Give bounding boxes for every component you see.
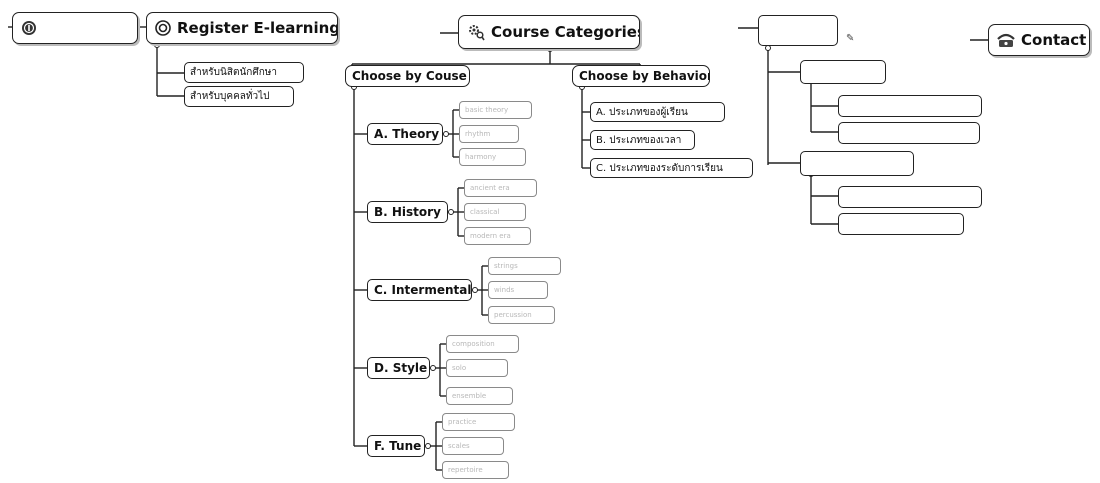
blank-leaf[interactable] [838, 213, 964, 235]
gear-search-icon [467, 23, 485, 41]
leaf-label: practice [448, 418, 477, 426]
register-student-item[interactable]: สำหรับนิสิตนักศึกษา [184, 62, 304, 83]
history-leaf[interactable]: ancient era [464, 179, 537, 197]
leaf-label: winds [494, 286, 515, 294]
blank-leaf[interactable] [838, 122, 980, 144]
group-tune-node[interactable]: F. Tune [367, 435, 425, 457]
leaf-label: scales [448, 442, 470, 450]
leaf-label: ensemble [452, 392, 487, 400]
style-leaf[interactable]: solo [446, 359, 508, 377]
collapse-dot[interactable] [425, 443, 431, 449]
choose-by-course-label: Choose by Couse [352, 69, 467, 83]
group-intermental-node[interactable]: C. Intermental [367, 279, 472, 301]
behavior-item-label: A. ประเภทของผู้เรียน [596, 106, 688, 118]
leaf-label: percussion [494, 311, 532, 319]
group-tune-label: F. Tune [374, 439, 422, 453]
behavior-item-learner[interactable]: A. ประเภทของผู้เรียน [590, 102, 725, 122]
collapse-dot[interactable] [472, 287, 478, 293]
group-intermental-label: C. Intermental [374, 283, 472, 297]
group-style-label: D. Style [374, 361, 428, 375]
group-history-node[interactable]: B. History [367, 201, 448, 223]
leaf-label: solo [452, 364, 467, 372]
collapse-dot[interactable] [430, 365, 436, 371]
choose-by-behavior-node[interactable]: Choose by Behavior [572, 65, 710, 87]
intermental-leaf[interactable]: percussion [488, 306, 555, 324]
leaf-label: basic theory [465, 106, 509, 114]
tune-leaf[interactable]: repertoire [442, 461, 509, 479]
history-leaf[interactable]: modern era [464, 227, 531, 245]
blank-node[interactable] [758, 15, 838, 46]
blank-subnode[interactable] [800, 60, 886, 84]
leaf-label: rhythm [465, 130, 491, 138]
blank-leaf[interactable] [838, 186, 982, 208]
leaf-label: modern era [470, 232, 511, 240]
leaf-label: ancient era [470, 184, 510, 192]
contact-label: Contact [1021, 31, 1087, 49]
behavior-item-level[interactable]: C. ประเภทของระดับการเรียน [590, 158, 753, 178]
register-elearning-label: Register E-learning [177, 19, 338, 37]
choose-by-course-node[interactable]: Choose by Couse [345, 65, 470, 87]
info-globe-icon [21, 20, 37, 36]
leaf-label: harmony [465, 153, 497, 161]
register-student-label: สำหรับนิสิตนักศึกษา [190, 67, 277, 78]
register-elearning-node[interactable]: Register E-learning [146, 12, 338, 44]
collapse-dot[interactable] [448, 209, 454, 215]
register-circle-icon [155, 20, 171, 36]
intermental-leaf[interactable]: winds [488, 281, 548, 299]
history-leaf[interactable]: classical [464, 203, 526, 221]
note-mark: ✎ [846, 33, 855, 44]
theory-leaf[interactable]: harmony [459, 148, 526, 166]
register-public-item[interactable]: สำหรับบุคคลทั่วไป [184, 86, 294, 107]
tune-leaf[interactable]: scales [442, 437, 504, 455]
behavior-item-time[interactable]: B. ประเภทของเวลา [590, 130, 695, 150]
leaf-label: composition [452, 340, 495, 348]
theory-leaf[interactable]: rhythm [459, 125, 519, 143]
theory-leaf[interactable]: basic theory [459, 101, 532, 119]
group-style-node[interactable]: D. Style [367, 357, 430, 379]
course-categories-label: Course Categories [491, 23, 640, 41]
intermental-leaf[interactable]: strings [488, 257, 561, 275]
leaf-label: strings [494, 262, 518, 270]
blank-subnode[interactable] [800, 151, 914, 176]
style-leaf[interactable]: composition [446, 335, 519, 353]
contact-telephone-icon [997, 32, 1015, 48]
group-theory-label: A. Theory [374, 127, 440, 141]
info-node[interactable] [12, 12, 138, 44]
leaf-label: classical [470, 208, 500, 216]
group-theory-node[interactable]: A. Theory [367, 123, 443, 145]
style-leaf[interactable]: ensemble [446, 387, 513, 405]
tune-leaf[interactable]: practice [442, 413, 515, 431]
leaf-label: repertoire [448, 466, 483, 474]
blank-leaf[interactable] [838, 95, 982, 117]
collapse-dot[interactable] [443, 131, 449, 137]
group-history-label: B. History [374, 205, 441, 219]
register-public-label: สำหรับบุคคลทั่วไป [190, 91, 270, 102]
choose-by-behavior-label: Choose by Behavior [579, 69, 710, 83]
contact-node[interactable]: Contact [988, 24, 1090, 56]
behavior-item-label: C. ประเภทของระดับการเรียน [596, 162, 723, 174]
behavior-item-label: B. ประเภทของเวลา [596, 134, 682, 146]
course-categories-node[interactable]: Course Categories [458, 15, 640, 49]
